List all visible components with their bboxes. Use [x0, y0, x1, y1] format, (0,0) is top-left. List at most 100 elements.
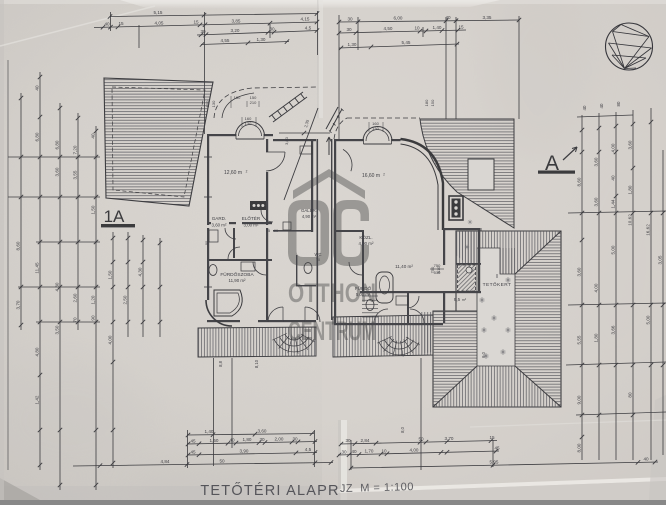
svg-text:2: 2: [246, 170, 248, 174]
svg-text:16,60 m: 16,60 m: [362, 173, 380, 179]
svg-text:3,60: 3,60: [594, 197, 599, 206]
svg-text:160: 160: [234, 95, 241, 100]
svg-text:1,30: 1,30: [257, 37, 266, 42]
svg-text:FÜRDŐ: FÜRDŐ: [355, 285, 372, 291]
svg-text:40: 40: [599, 103, 604, 108]
svg-text:30: 30: [259, 437, 265, 442]
svg-text:45: 45: [494, 445, 500, 450]
svg-text:8,60: 8,60: [577, 177, 582, 186]
svg-text:1,80: 1,80: [243, 437, 252, 442]
svg-text:4,00: 4,00: [611, 143, 616, 152]
svg-text:90: 90: [274, 229, 278, 233]
svg-text:4,5: 4,5: [305, 447, 312, 452]
svg-text:30: 30: [345, 438, 351, 443]
svg-text:80: 80: [628, 392, 633, 398]
svg-text:3,60: 3,60: [258, 429, 267, 434]
svg-text:15: 15: [458, 25, 464, 30]
svg-text:750: 750: [434, 263, 441, 268]
svg-text:90: 90: [205, 241, 209, 245]
svg-text:80: 80: [616, 101, 621, 106]
svg-text:45: 45: [190, 449, 196, 454]
svg-text:4,15: 4,15: [301, 17, 310, 22]
svg-text:11,40 m²: 11,40 m²: [395, 264, 413, 269]
svg-text:40: 40: [351, 449, 357, 454]
svg-text:15: 15: [489, 435, 495, 440]
svg-text:1,50: 1,50: [108, 270, 113, 279]
svg-text:11,45: 11,45: [35, 262, 40, 274]
svg-text:6,00: 6,00: [394, 16, 403, 21]
svg-text:180: 180: [424, 99, 429, 106]
svg-text:40: 40: [582, 105, 587, 110]
svg-text:210: 210: [250, 100, 257, 105]
svg-text:40: 40: [35, 85, 40, 91]
svg-text:7,20: 7,20: [73, 145, 78, 154]
svg-text:8,60: 8,60: [16, 241, 21, 250]
svg-text:2,60: 2,60: [73, 293, 78, 302]
svg-text:3,60 m²: 3,60 m²: [212, 223, 227, 228]
svg-text:TETŐTÉRI ALAPR: TETŐTÉRI ALAPR: [200, 482, 339, 499]
svg-text:1,30: 1,30: [348, 42, 357, 47]
svg-text:15: 15: [193, 19, 199, 24]
svg-text:KÖZL.: KÖZL.: [359, 234, 372, 240]
svg-text:90: 90: [91, 315, 96, 321]
svg-text:5,45: 5,45: [402, 40, 411, 45]
svg-text:4,00: 4,00: [410, 448, 419, 453]
svg-text:30: 30: [292, 436, 298, 441]
svg-text:4,00: 4,00: [108, 335, 113, 344]
svg-text:3,80: 3,80: [284, 136, 289, 145]
svg-text:3,20: 3,20: [231, 28, 240, 33]
svg-text:4,84: 4,84: [161, 459, 170, 464]
svg-text:TETŐKERT: TETŐKERT: [483, 281, 512, 288]
svg-text:2,00: 2,00: [275, 437, 284, 442]
svg-text:3,70: 3,70: [445, 436, 454, 441]
svg-text:ELŐTÉR: ELŐTÉR: [242, 215, 261, 221]
svg-text:3,35: 3,35: [483, 15, 492, 20]
svg-text:9,0: 9,0: [481, 351, 486, 357]
svg-text:75: 75: [266, 229, 270, 233]
svg-text:11,90 m²: 11,90 m²: [228, 278, 246, 283]
svg-text:1,40: 1,40: [205, 429, 214, 434]
svg-text:10: 10: [414, 26, 420, 31]
svg-text:510: 510: [434, 270, 441, 275]
svg-text:1,50: 1,50: [91, 205, 96, 214]
svg-text:A: A: [545, 152, 559, 175]
svg-text:CENTRUM: CENTRUM: [288, 316, 376, 346]
svg-text:GALÉR.: GALÉR.: [301, 208, 317, 213]
svg-text:3,60: 3,60: [628, 140, 633, 149]
svg-text:4,05: 4,05: [155, 20, 164, 25]
svg-text:4,50: 4,50: [384, 26, 393, 31]
svg-text:2,50: 2,50: [123, 295, 128, 304]
svg-text:40: 40: [445, 15, 451, 20]
svg-text:50: 50: [219, 458, 225, 463]
svg-text:70: 70: [73, 317, 78, 323]
svg-text:45: 45: [190, 438, 196, 443]
svg-text:1,44: 1,44: [611, 199, 616, 208]
svg-text:4,5: 4,5: [305, 25, 312, 30]
svg-text:9,00: 9,00: [577, 395, 582, 404]
svg-text:40: 40: [643, 457, 649, 462]
svg-text:1,20: 1,20: [91, 295, 96, 304]
svg-text:4,80: 4,80: [35, 347, 40, 356]
svg-text:15: 15: [118, 21, 124, 26]
svg-text:8,0: 8,0: [400, 426, 405, 432]
svg-text:5,15: 5,15: [154, 10, 163, 15]
svg-text:160: 160: [372, 121, 379, 126]
svg-text:1,42: 1,42: [35, 395, 40, 404]
svg-text:130: 130: [211, 100, 216, 107]
svg-text:30: 30: [347, 16, 353, 21]
svg-text:8,8: 8,8: [218, 360, 223, 366]
svg-text:4,55: 4,55: [221, 38, 230, 43]
svg-text:3,60: 3,60: [577, 267, 582, 276]
svg-text:8,10: 8,10: [254, 359, 259, 368]
svg-text:4,00: 4,00: [594, 283, 599, 292]
svg-text:3,00 m²: 3,00 m²: [244, 223, 259, 228]
svg-text:4,30: 4,30: [138, 267, 143, 276]
svg-text:3,66: 3,66: [611, 325, 616, 334]
svg-text:6,80: 6,80: [55, 140, 60, 149]
svg-text:3,55: 3,55: [73, 170, 78, 179]
svg-text:3,50: 3,50: [55, 325, 60, 334]
svg-text:5,95: 5,95: [490, 460, 499, 465]
svg-text:5,55: 5,55: [577, 335, 582, 344]
svg-text:40: 40: [611, 175, 616, 181]
svg-text:550: 550: [205, 100, 210, 107]
